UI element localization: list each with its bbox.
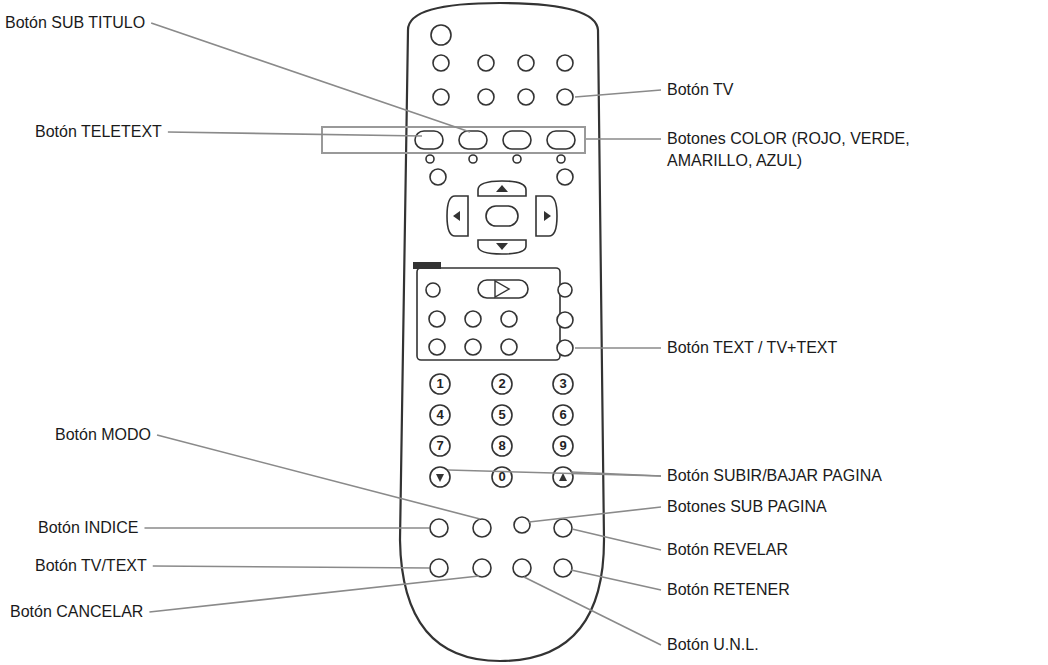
callout-label: Botón TV (667, 79, 733, 101)
leader-line (571, 570, 661, 590)
leader-line (153, 566, 429, 568)
leader-line (144, 527, 429, 529)
leader-line (448, 470, 661, 476)
leader-line (151, 23, 470, 132)
callout-label: Botón SUB TITULO (5, 12, 145, 34)
key-number: 5 (492, 407, 512, 423)
leader-line (157, 435, 480, 519)
callout-label: Botón REVELAR (667, 539, 788, 561)
callout-label: Botón INDICE (38, 517, 138, 539)
key-number: 1 (430, 376, 450, 392)
callout-label: Botón MODO (55, 424, 151, 446)
callout-label: Botón CANCELAR (10, 601, 143, 623)
key-number: 2 (492, 376, 512, 392)
key-number: 7 (430, 438, 450, 454)
key-number: 4 (430, 407, 450, 423)
key-number: 9 (553, 438, 573, 454)
leader-line (168, 132, 422, 136)
key-number: 3 (553, 376, 573, 392)
leader-line (572, 529, 661, 550)
callout-label: Botón RETENER (667, 579, 790, 601)
key-number: 8 (492, 438, 512, 454)
key-number: 6 (553, 407, 573, 423)
callout-label: Botones COLOR (ROJO, VERDE, AMARILLO, AZ… (667, 128, 922, 172)
callout-label: Botón TELETEXT (35, 121, 162, 143)
leader-line (149, 576, 479, 612)
callout-label: Botón TV/TEXT (35, 555, 147, 577)
remote-body (400, 3, 604, 661)
leader-line (575, 90, 661, 97)
callout-label: Botón U.N.L. (667, 634, 759, 656)
callout-label: Botón SUBIR/BAJAR PAGINA (667, 465, 882, 487)
callout-label: Botón TEXT / TV+TEXT (667, 337, 837, 359)
leader-line (529, 507, 661, 522)
callout-label: Botones SUB PAGINA (667, 496, 827, 518)
leader-line (524, 577, 661, 645)
leader-line (586, 138, 661, 140)
leader-line (575, 347, 661, 349)
key-number: 0 (492, 469, 512, 485)
color-bracket (322, 127, 585, 153)
